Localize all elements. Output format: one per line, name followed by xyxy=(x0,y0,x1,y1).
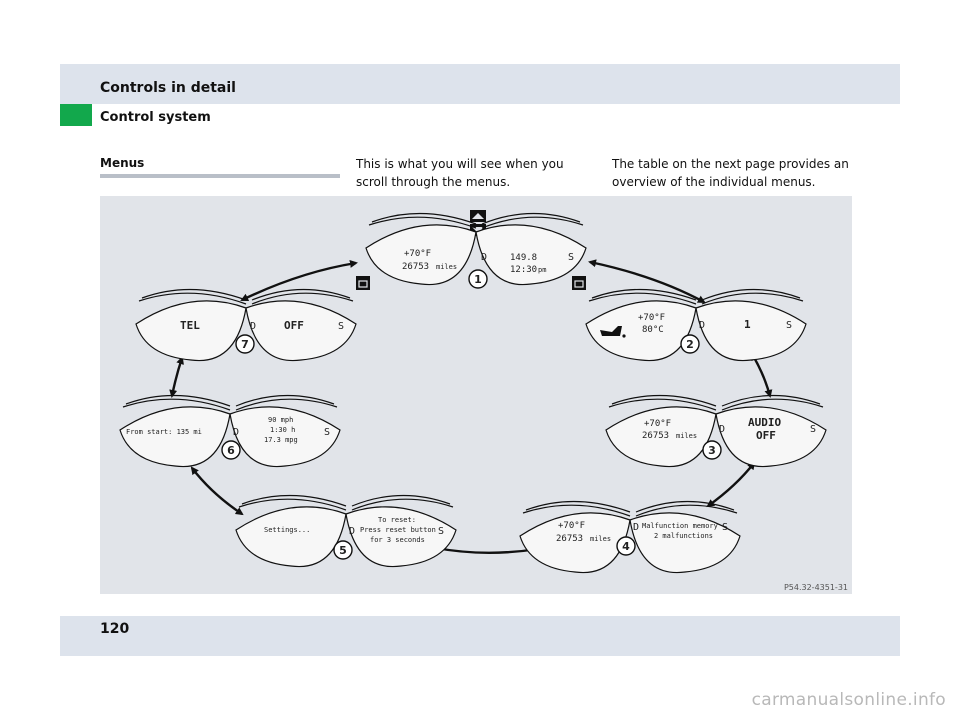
svg-text:2: 2 xyxy=(686,338,694,351)
menu-5-s-marker: S xyxy=(438,526,444,537)
menu-7-d-marker: D xyxy=(250,321,256,332)
menu-6-d-marker: D xyxy=(233,427,239,438)
menu-1-display: +70°F 26753 miles D 149.8 12:30 pm S xyxy=(365,212,587,286)
svg-text:1: 1 xyxy=(474,273,482,286)
menu-7-display: TEL D OFF S xyxy=(135,288,357,362)
arrow-1-2 xyxy=(588,259,706,304)
arrow-2-3 xyxy=(750,352,773,398)
menu-6-badge: 6 xyxy=(221,440,241,460)
arrow-6-5 xyxy=(190,466,244,516)
menu-2-d-marker: D xyxy=(699,320,705,331)
svg-text:6: 6 xyxy=(227,444,235,457)
menu-3-right-line-1: AUDIO xyxy=(748,416,781,429)
menu-1-right-line-1: 149.8 xyxy=(510,253,537,263)
menu-4-s-marker: S xyxy=(722,522,728,533)
menu-7-s-marker: S xyxy=(338,321,344,332)
svg-text:3: 3 xyxy=(708,444,716,457)
menu-2-left-line-2: 80°C xyxy=(642,325,664,335)
menu-4-right-line-2: 2 malfunctions xyxy=(654,532,713,540)
menu-2-badge: 2 xyxy=(680,334,700,354)
menu-4-left-unit: miles xyxy=(590,535,611,543)
arrow-7-1 xyxy=(240,260,358,302)
up-arrow-icon xyxy=(470,210,486,222)
menu-3-d-marker: D xyxy=(719,424,725,435)
menu-5-right-line-2: Press reset button xyxy=(360,526,436,534)
menu-cycle-diagram: +70°F 26753 miles D 149.8 12:30 pm S 1 +… xyxy=(119,210,827,574)
menu-4-left-line-1: +70°F xyxy=(558,521,585,531)
menu-4-left-line-2: 26753 xyxy=(556,534,583,544)
svg-text:7: 7 xyxy=(241,338,249,351)
menu-6-right-line-3: 17.3 mpg xyxy=(264,436,298,444)
section-title: Controls in detail xyxy=(100,80,236,96)
figure-code: P54.32-4351-31 xyxy=(783,583,848,592)
menu-6-s-marker: S xyxy=(324,427,330,438)
menu-3-s-marker: S xyxy=(810,424,816,435)
menu-1-right-unit: pm xyxy=(538,266,546,274)
menu-4-d-marker: D xyxy=(633,522,639,533)
watermark: carmanualsonline.info xyxy=(751,690,946,710)
menu-2-left-line-1: +70°F xyxy=(638,313,665,323)
arrow-3-4 xyxy=(706,461,756,508)
heading-rule xyxy=(100,174,340,178)
menu-6-display: From start: 135 mi D 90 mph 1:30 h 17.3 … xyxy=(119,394,341,468)
menu-1-left-unit: miles xyxy=(436,263,457,271)
page-number: 120 xyxy=(100,621,130,637)
menu-3-display: +70°F 26753 miles D AUDIO OFF S xyxy=(605,394,827,468)
menu-1-d-marker: D xyxy=(481,252,487,263)
menu-7-right-line-1: OFF xyxy=(284,319,304,332)
subsection-title: Control system xyxy=(100,110,211,125)
header-band xyxy=(60,64,900,104)
menu-7-left-line-1: TEL xyxy=(180,319,200,332)
table-reference-paragraph: The table on the next page provides an o… xyxy=(612,157,849,189)
intro-paragraph: This is what you will see when you scrol… xyxy=(356,157,564,189)
menu-1-s-marker: S xyxy=(568,252,574,263)
menu-5-left-line-1: Settings... xyxy=(264,526,310,534)
menu-6-right-line-2: 1:30 h xyxy=(270,426,295,434)
arrow-5-4 xyxy=(434,545,540,554)
menu-3-left-line-1: +70°F xyxy=(644,419,671,429)
menu-6-left-line-1: From start: 135 mi xyxy=(126,428,202,436)
menu-5-right-line-1: To reset: xyxy=(378,516,416,524)
menu-window-icon xyxy=(356,276,370,290)
menu-1-left-line-1: +70°F xyxy=(404,249,431,259)
menu-2-s-marker: S xyxy=(786,320,792,331)
menu-3-left-unit: miles xyxy=(676,432,697,440)
section-marker xyxy=(60,104,92,126)
menu-cycle-figure: +70°F 26753 miles D 149.8 12:30 pm S 1 +… xyxy=(100,196,852,594)
footer-band xyxy=(60,616,900,656)
menu-7-badge: 7 xyxy=(235,334,255,354)
arrow-7-6 xyxy=(169,356,184,398)
menu-4-badge: 4 xyxy=(616,536,636,556)
menu-2-right-line-1: 1 xyxy=(744,318,751,331)
menu-5-badge: 5 xyxy=(333,540,353,560)
menu-6-right-line-1: 90 mph xyxy=(268,416,293,424)
menu-1-left-line-2: 26753 xyxy=(402,262,429,272)
menu-1-badge: 1 xyxy=(468,269,488,289)
menu-window-icon xyxy=(572,276,586,290)
menu-2-display: +70°F 80°C D 1 S xyxy=(585,288,807,362)
menu-3-left-line-2: 26753 xyxy=(642,431,669,441)
menu-4-right-line-1: Malfunction memory xyxy=(642,522,718,530)
menu-5-right-line-3: for 3 seconds xyxy=(370,536,425,544)
svg-text:4: 4 xyxy=(622,540,630,553)
oil-can-icon xyxy=(600,326,626,338)
menus-heading: Menus xyxy=(100,156,145,170)
svg-text:5: 5 xyxy=(339,544,347,557)
menu-1-right-line-2: 12:30 xyxy=(510,265,537,275)
menu-4-display: +70°F 26753 miles D Malfunction memory 2… xyxy=(519,500,741,574)
menu-5-display: Settings... D To reset: Press reset butt… xyxy=(235,494,457,568)
menu-3-badge: 3 xyxy=(702,440,722,460)
menu-5-d-marker: D xyxy=(349,526,355,537)
menu-3-right-line-2: OFF xyxy=(756,429,776,442)
